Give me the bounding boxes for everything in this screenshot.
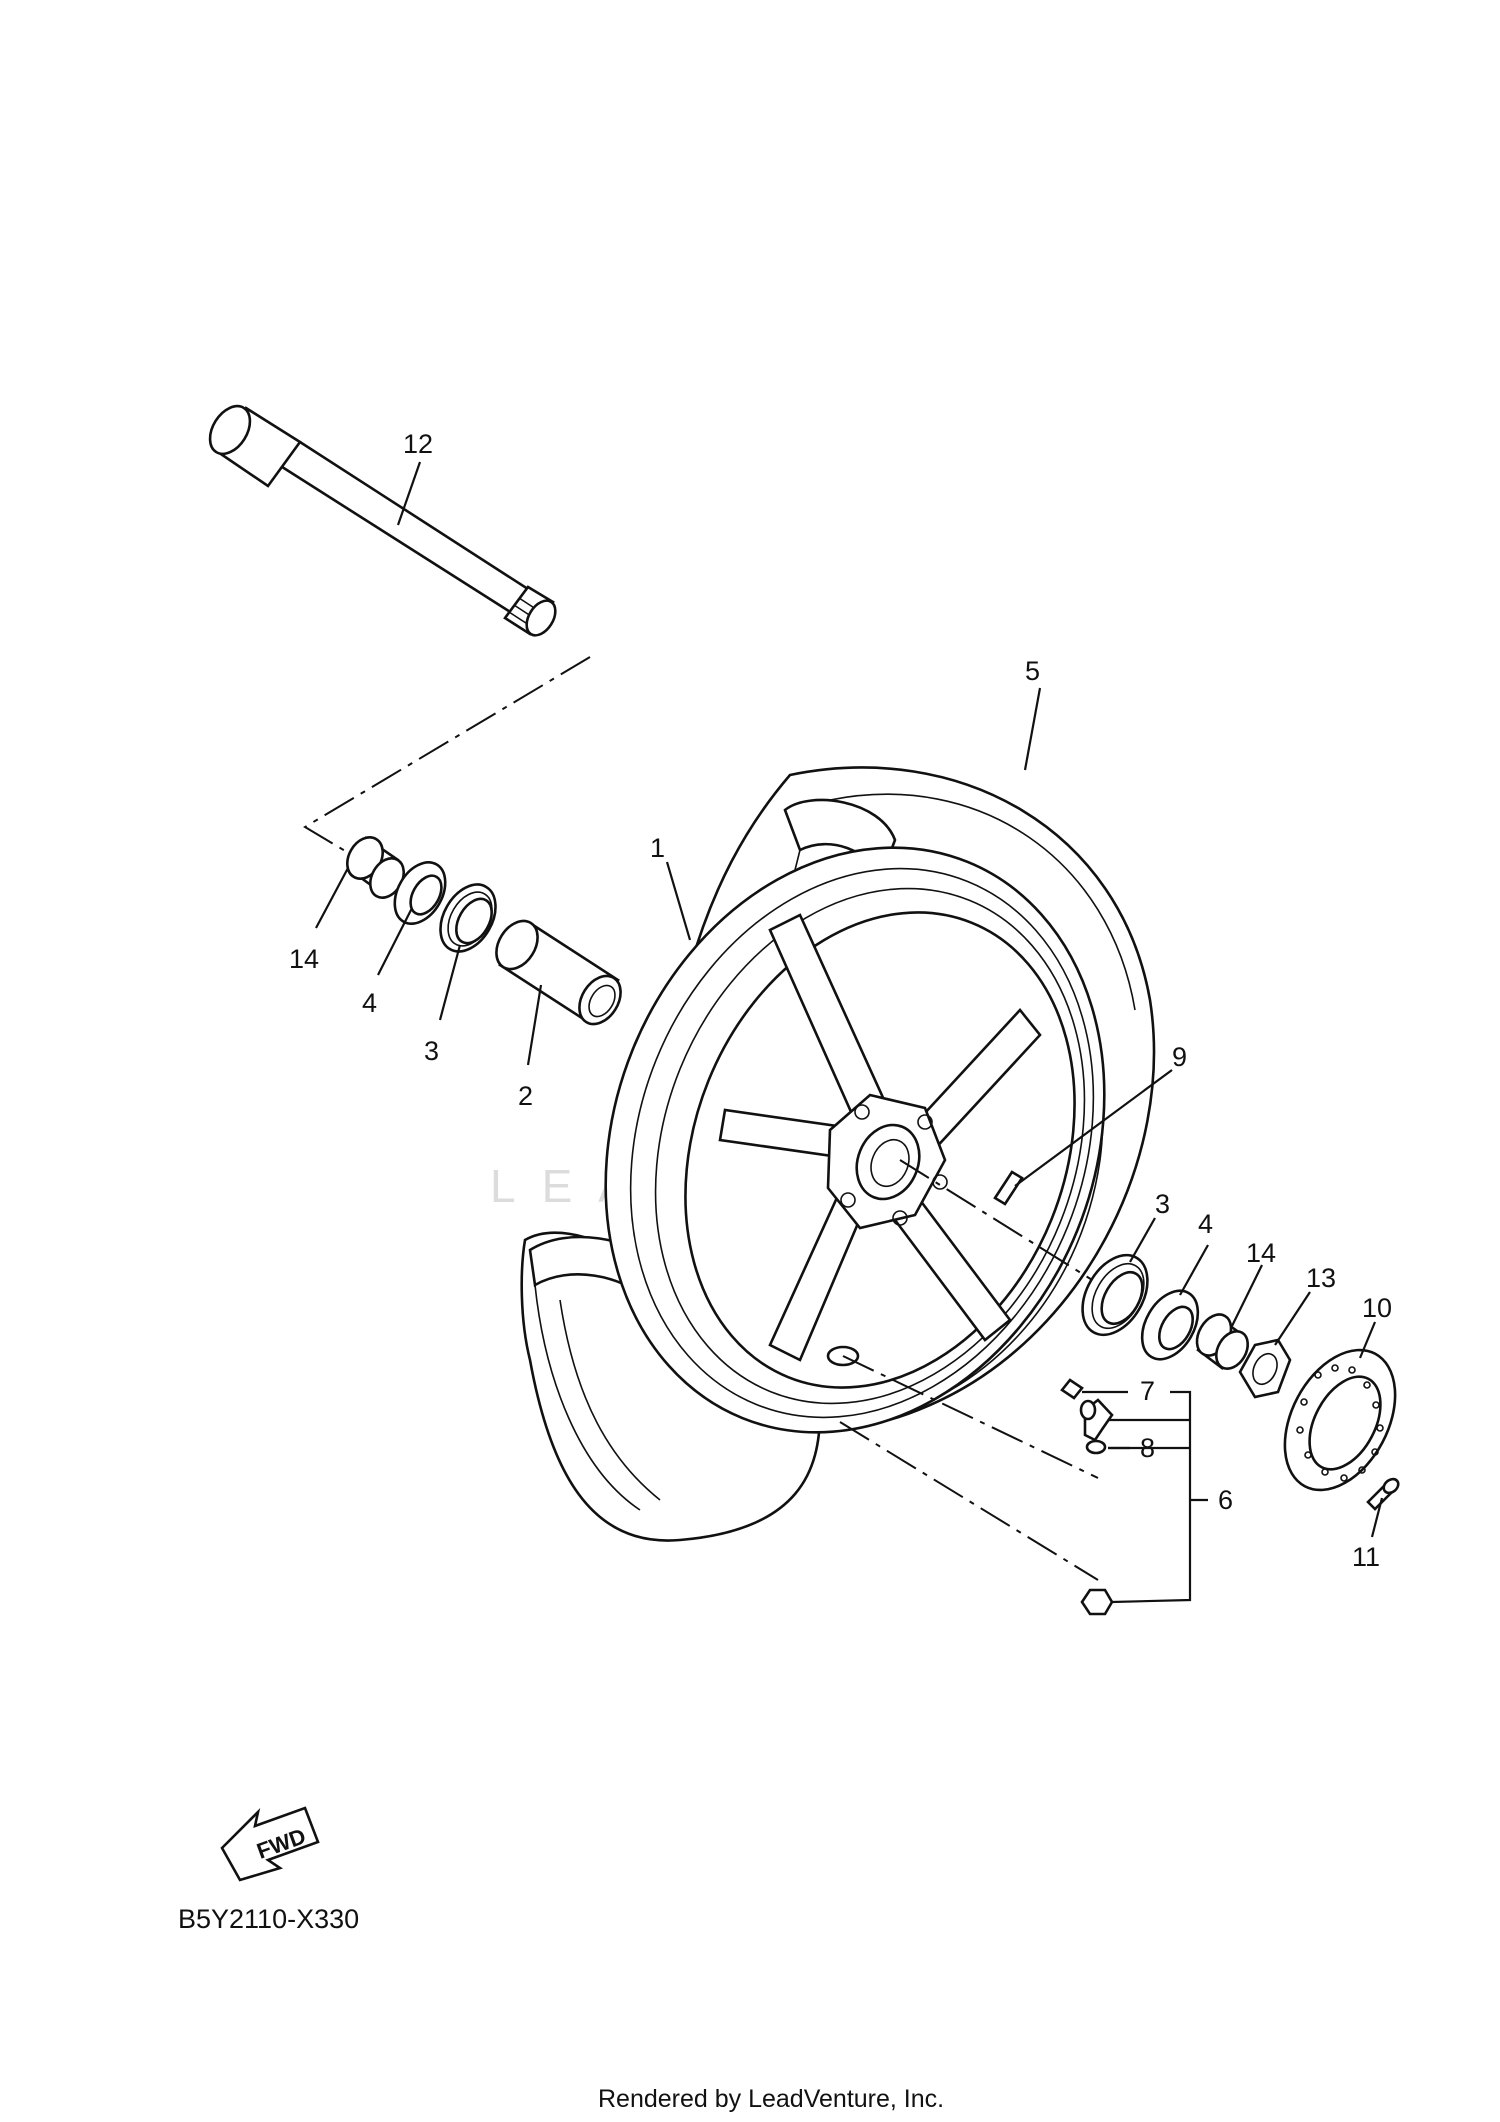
- leader-9: [1014, 1069, 1173, 1187]
- callout-4b: 4: [1198, 1209, 1213, 1239]
- callout-4a: 4: [362, 988, 377, 1018]
- part-11-screw[interactable]: [1366, 1476, 1401, 1511]
- leader-10: [1358, 1321, 1377, 1359]
- part-14-collar-left[interactable]: [340, 831, 410, 904]
- leader-4b: [1179, 1244, 1209, 1296]
- leader-14a: [315, 867, 349, 929]
- part-2-spacer[interactable]: [488, 913, 629, 1031]
- part-6-valve-nut[interactable]: [1080, 1588, 1114, 1616]
- leader-1: [665, 861, 692, 941]
- callout-12: 12: [403, 429, 433, 459]
- part-6-valve-stem[interactable]: [1079, 1398, 1114, 1442]
- valve-nut-centerline: [839, 1421, 1099, 1581]
- leader-3a: [438, 944, 462, 1021]
- callout-2: 2: [518, 1081, 533, 1111]
- callout-3b: 3: [1155, 1189, 1170, 1219]
- part-3-bearing-right[interactable]: [1069, 1244, 1160, 1346]
- callout-5: 5: [1025, 656, 1040, 686]
- part-3-bearing-left[interactable]: [429, 875, 507, 961]
- callout-11: 11: [1352, 1542, 1380, 1572]
- leader-3b: [1129, 1217, 1156, 1263]
- leader-5: [1023, 687, 1042, 771]
- callout-10: 10: [1362, 1293, 1392, 1323]
- fwd-arrow-icon: FWD: [220, 1806, 320, 1882]
- part-7-valve-cap[interactable]: [1060, 1378, 1084, 1400]
- part-4-oil-seal-left[interactable]: [384, 853, 455, 932]
- leader-4a: [377, 907, 413, 976]
- callout-7: 7: [1140, 1376, 1155, 1406]
- leader-12: [396, 461, 422, 526]
- leader-2: [526, 984, 543, 1066]
- leader-14b: [1231, 1264, 1263, 1327]
- callout-9: 9: [1172, 1042, 1187, 1072]
- part-4-oil-seal-right[interactable]: [1131, 1281, 1210, 1369]
- part-14-collar-right[interactable]: [1190, 1308, 1254, 1374]
- leader-13: [1274, 1291, 1311, 1346]
- callout-6: 6: [1218, 1485, 1233, 1515]
- callout-14a: 14: [289, 944, 319, 974]
- bracket-6: [1111, 1390, 1192, 1604]
- part-12-axle[interactable]: [202, 399, 561, 641]
- part-10-sensor-rotor[interactable]: [1262, 1331, 1417, 1509]
- axle-centerline-right: [899, 1159, 1106, 1289]
- axle-centerline-left: [303, 656, 591, 856]
- valve-centerline: [842, 1355, 1099, 1479]
- leader-11: [1370, 1497, 1384, 1538]
- part-8-valve-seal[interactable]: [1085, 1439, 1107, 1455]
- render-credit: Rendered by LeadVenture, Inc.: [598, 2085, 944, 2113]
- callout-13: 13: [1306, 1263, 1336, 1293]
- callout-14b: 14: [1246, 1238, 1276, 1268]
- callout-3a: 3: [424, 1036, 439, 1066]
- part-9-balance-weight[interactable]: [993, 1170, 1024, 1206]
- callout-1: 1: [650, 833, 665, 863]
- diagram-code: B5Y2110-X330: [178, 1904, 359, 1934]
- part-13-axle-nut[interactable]: [1238, 1338, 1292, 1399]
- part-1-cast-wheel[interactable]: [520, 772, 1190, 1508]
